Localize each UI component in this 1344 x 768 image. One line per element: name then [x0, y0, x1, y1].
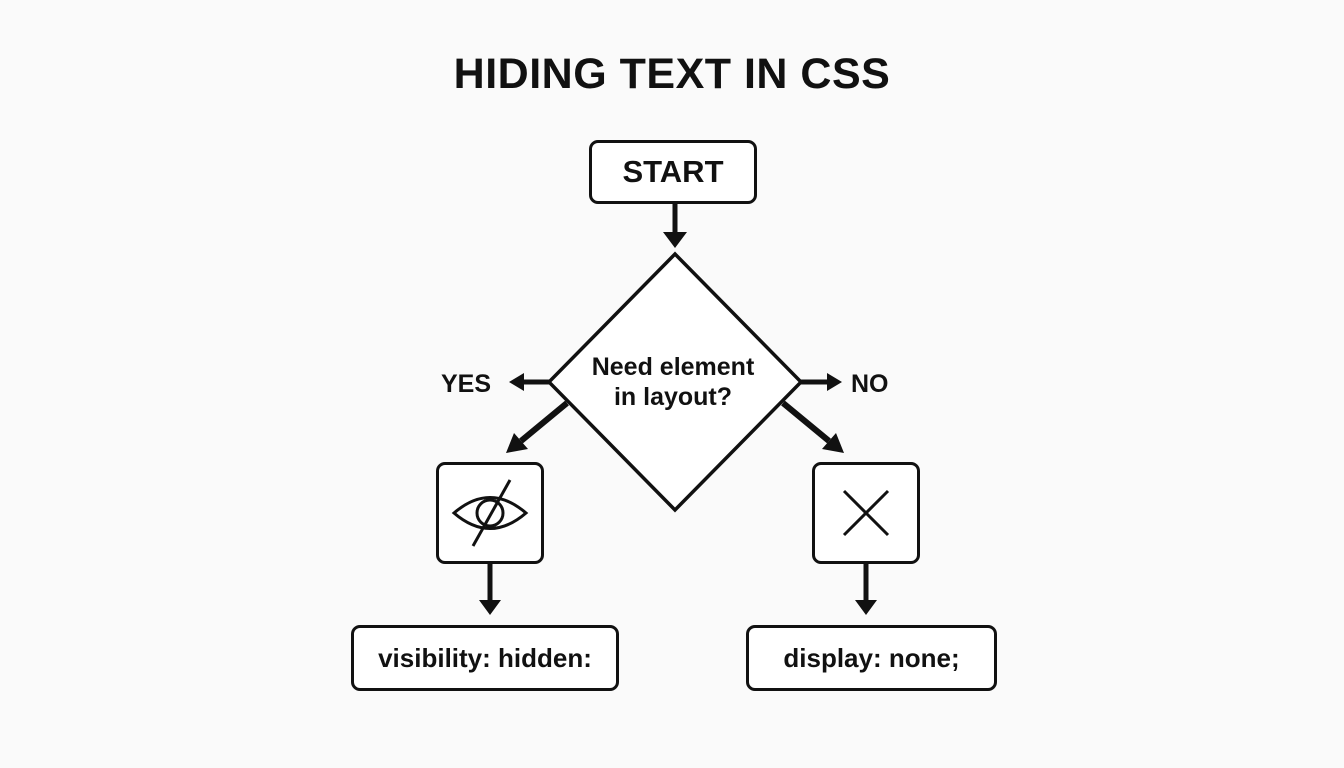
x-cross-icon: [842, 489, 890, 537]
decision-question-line2: in layout?: [613, 383, 733, 411]
eye-slash-icon: [451, 479, 529, 547]
result-display-none: display: none;: [746, 625, 997, 691]
arrowhead-no-horizontal: [827, 373, 842, 391]
arrowhead-start-to-decision: [663, 232, 687, 248]
decision-question: Need element in layout?: [562, 352, 784, 412]
arrowhead-yes-horizontal: [509, 373, 524, 391]
decision-question-line1: Need element: [591, 353, 755, 381]
arrow-yes-diagonal: [519, 400, 569, 444]
arrowhead-yes-diagonal: [506, 433, 528, 453]
decision-diamond: [546, 251, 804, 513]
arrowhead-no-diagonal: [822, 433, 844, 453]
diagram-title: HIDING TEXT IN CSS: [453, 50, 891, 98]
yes-label: YES: [441, 370, 492, 398]
arrowhead-left-icon-to-result: [479, 600, 501, 615]
result-visibility-hidden: visibility: hidden:: [351, 625, 619, 691]
no-label: NO: [851, 370, 889, 398]
arrowhead-right-icon-to-result: [855, 600, 877, 615]
visibility-hidden-icon-box: [436, 462, 544, 564]
arrow-no-diagonal: [781, 400, 831, 444]
start-node: START: [589, 140, 757, 204]
display-none-icon-box: [812, 462, 920, 564]
